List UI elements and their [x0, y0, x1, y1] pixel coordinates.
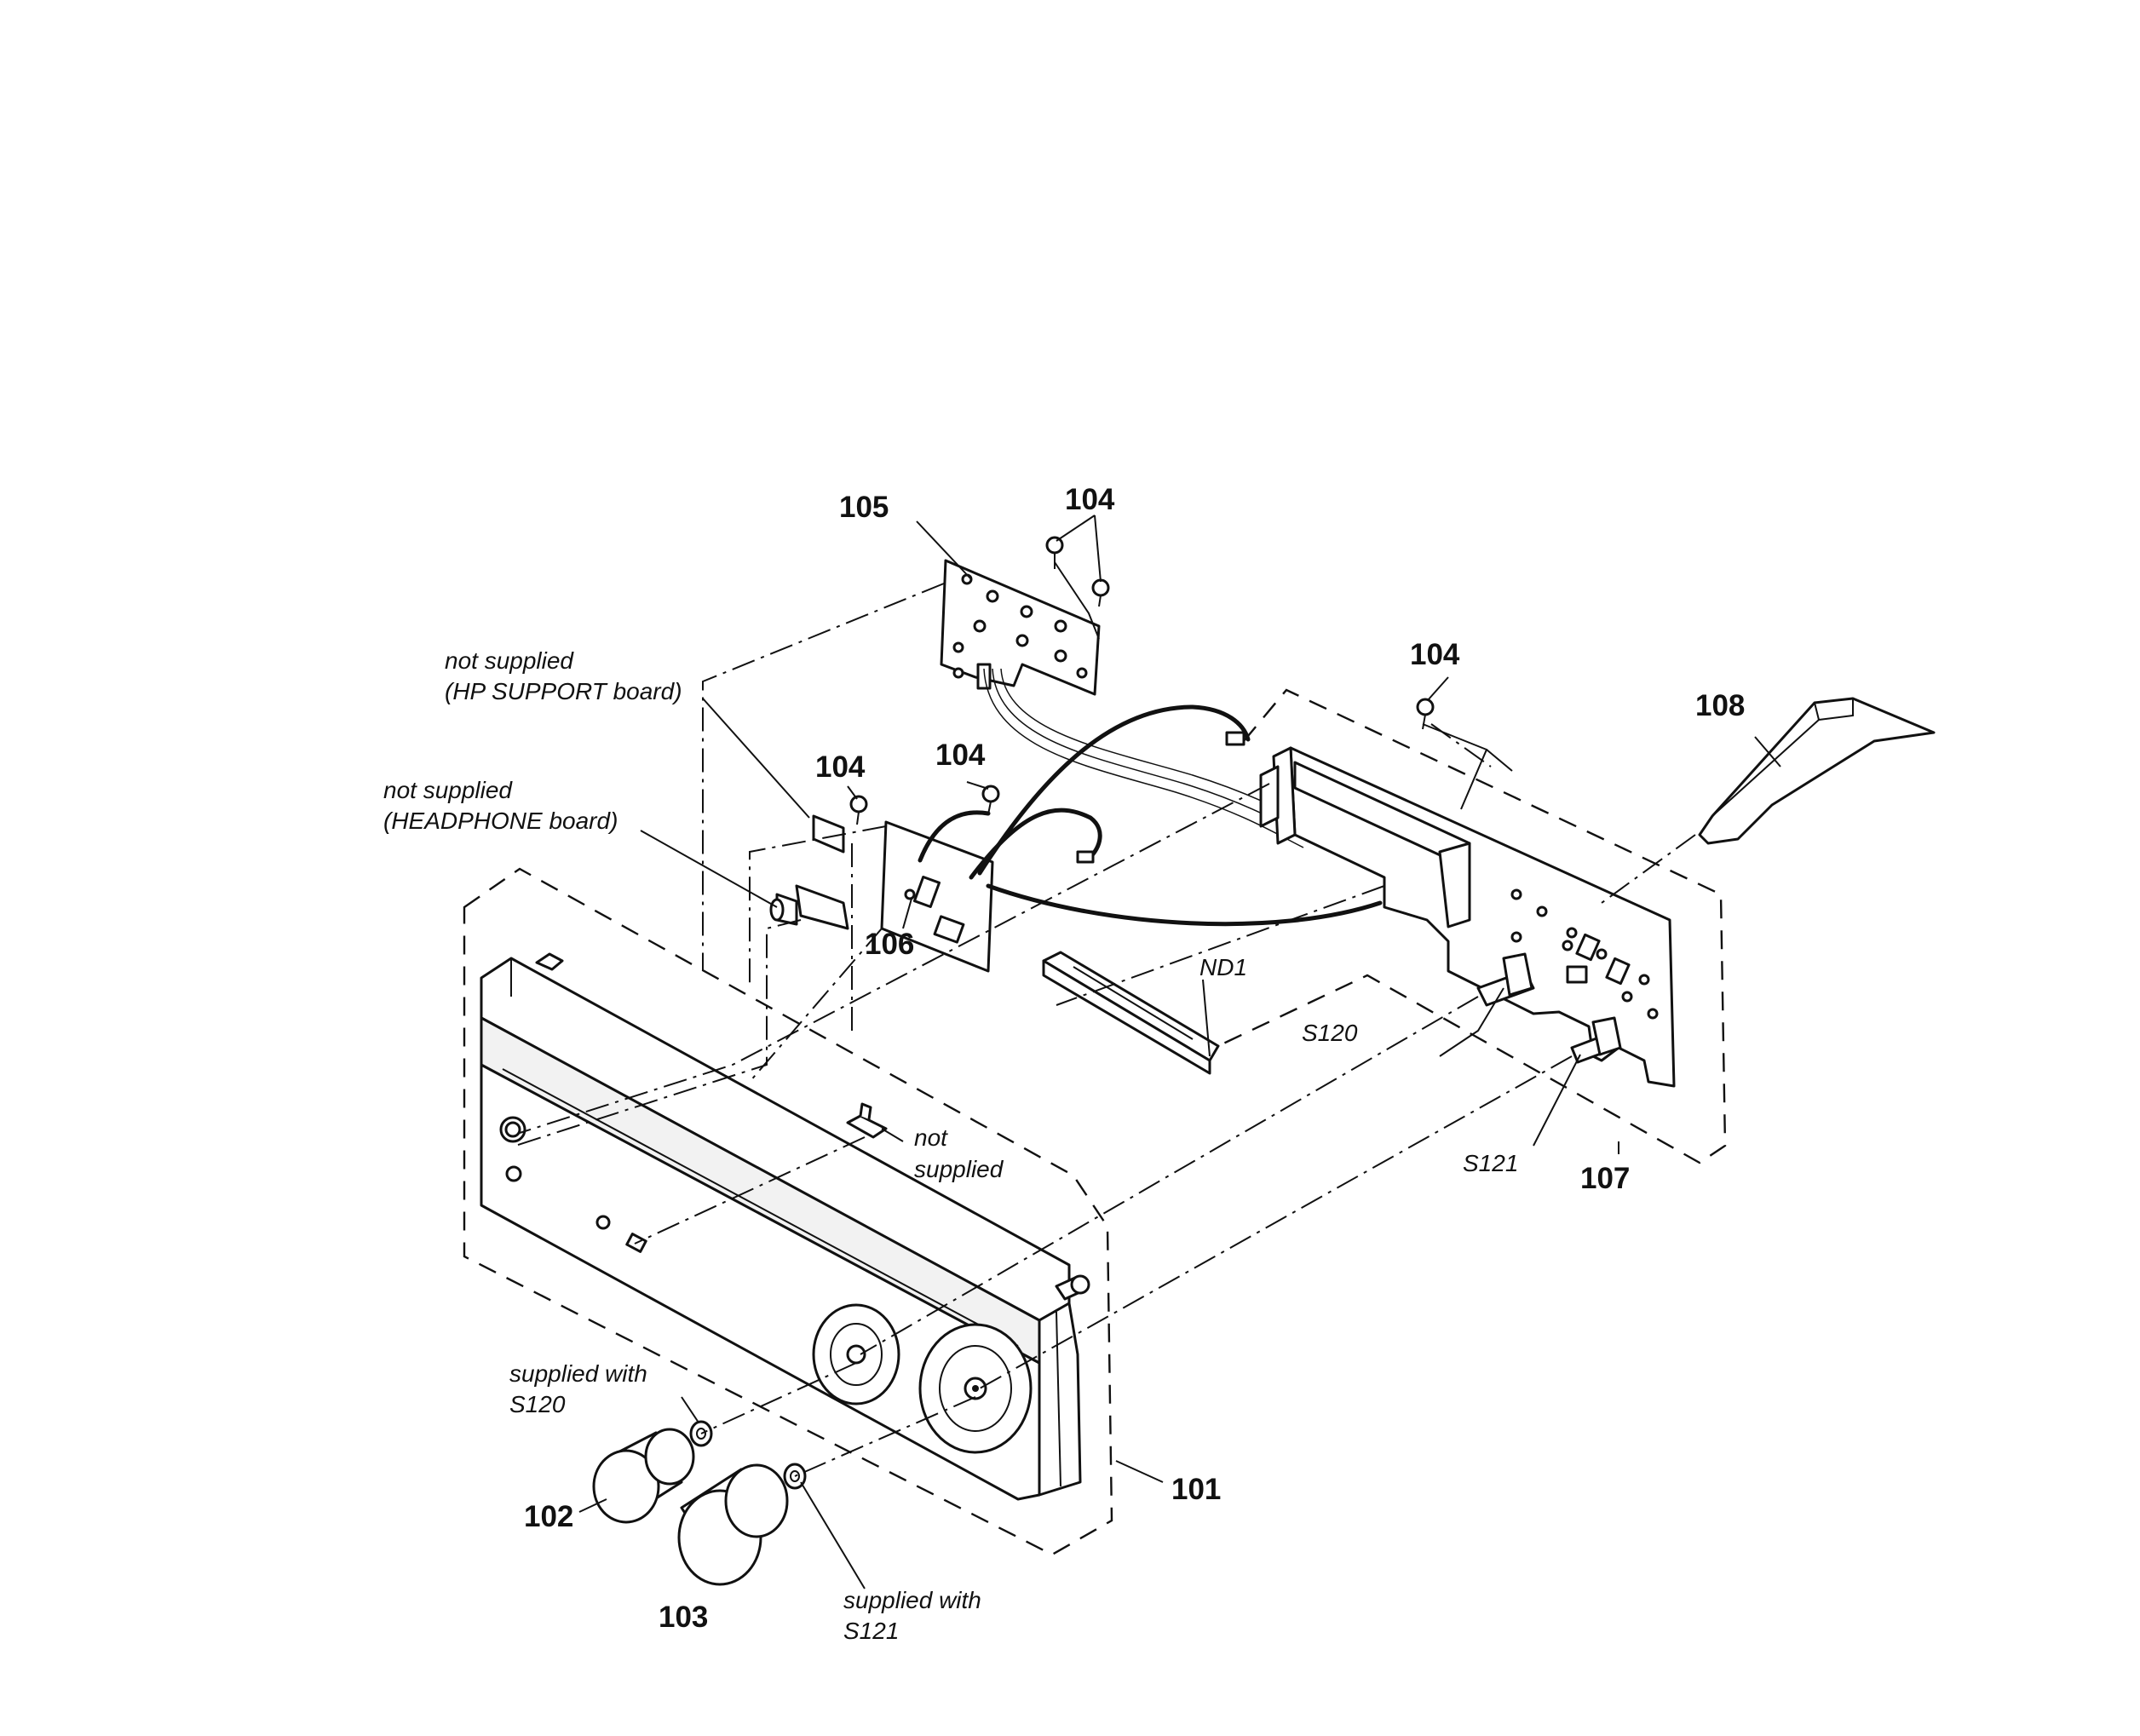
front-panel-group-outline: [463, 867, 1113, 1556]
screw-104-d: [849, 795, 868, 825]
note-hp-support-line2: (HP SUPPORT board): [445, 678, 682, 704]
wire-harness: [918, 668, 1383, 927]
label-106: 106: [865, 928, 914, 961]
label-nd1: ND1: [1199, 954, 1247, 980]
screw-104-c: [1416, 698, 1435, 730]
label-104-main: 104: [1410, 638, 1460, 671]
label-103: 103: [659, 1601, 708, 1634]
label-101: 101: [1171, 1473, 1221, 1506]
note-hp-support-line1: not supplied: [445, 647, 574, 674]
screw-104-a: [1045, 536, 1064, 569]
board-105: [940, 559, 1101, 696]
note-clip-line2: supplied: [914, 1156, 1004, 1182]
leader-lines: [578, 514, 1781, 1589]
clip-part: [846, 1102, 888, 1139]
knob-102: [592, 1428, 695, 1524]
alignment-lines: [515, 583, 1696, 1477]
front-panel: [480, 952, 1090, 1501]
label-104-hp: 104: [815, 750, 866, 784]
label-s121: S121: [1463, 1150, 1518, 1176]
label-104-top: 104: [1065, 483, 1115, 516]
main-board-107: [1259, 746, 1676, 1088]
screw-104-b: [1091, 578, 1110, 607]
screw-104-e: [981, 785, 1000, 815]
knob-103: [677, 1463, 789, 1586]
main-board-group-outline: [1188, 688, 1727, 1164]
note-washer-s121-line2: S121: [843, 1618, 899, 1644]
encoder-s121: [1570, 1016, 1622, 1064]
label-102: 102: [524, 1500, 573, 1533]
note-headphone-line2: (HEADPHONE board): [383, 808, 618, 834]
label-107: 107: [1580, 1162, 1630, 1195]
note-washer-s120-line2: S120: [509, 1391, 566, 1417]
label-104-106: 104: [935, 739, 986, 772]
label-105: 105: [839, 491, 889, 524]
flat-cable-108: [1698, 697, 1936, 845]
note-washer-s121-line1: supplied with: [843, 1587, 981, 1613]
note-clip-line1: not: [914, 1124, 948, 1151]
encoder-s120: [1476, 952, 1535, 1007]
hp-support-board: [812, 814, 845, 854]
display-nd1: [1042, 951, 1220, 1075]
label-108: 108: [1695, 689, 1745, 722]
label-s120: S120: [1302, 1020, 1358, 1046]
note-washer-s120-line1: supplied with: [509, 1360, 647, 1387]
board-106: [880, 820, 994, 973]
note-headphone-line1: not supplied: [383, 777, 513, 803]
headphone-board: [769, 884, 849, 930]
